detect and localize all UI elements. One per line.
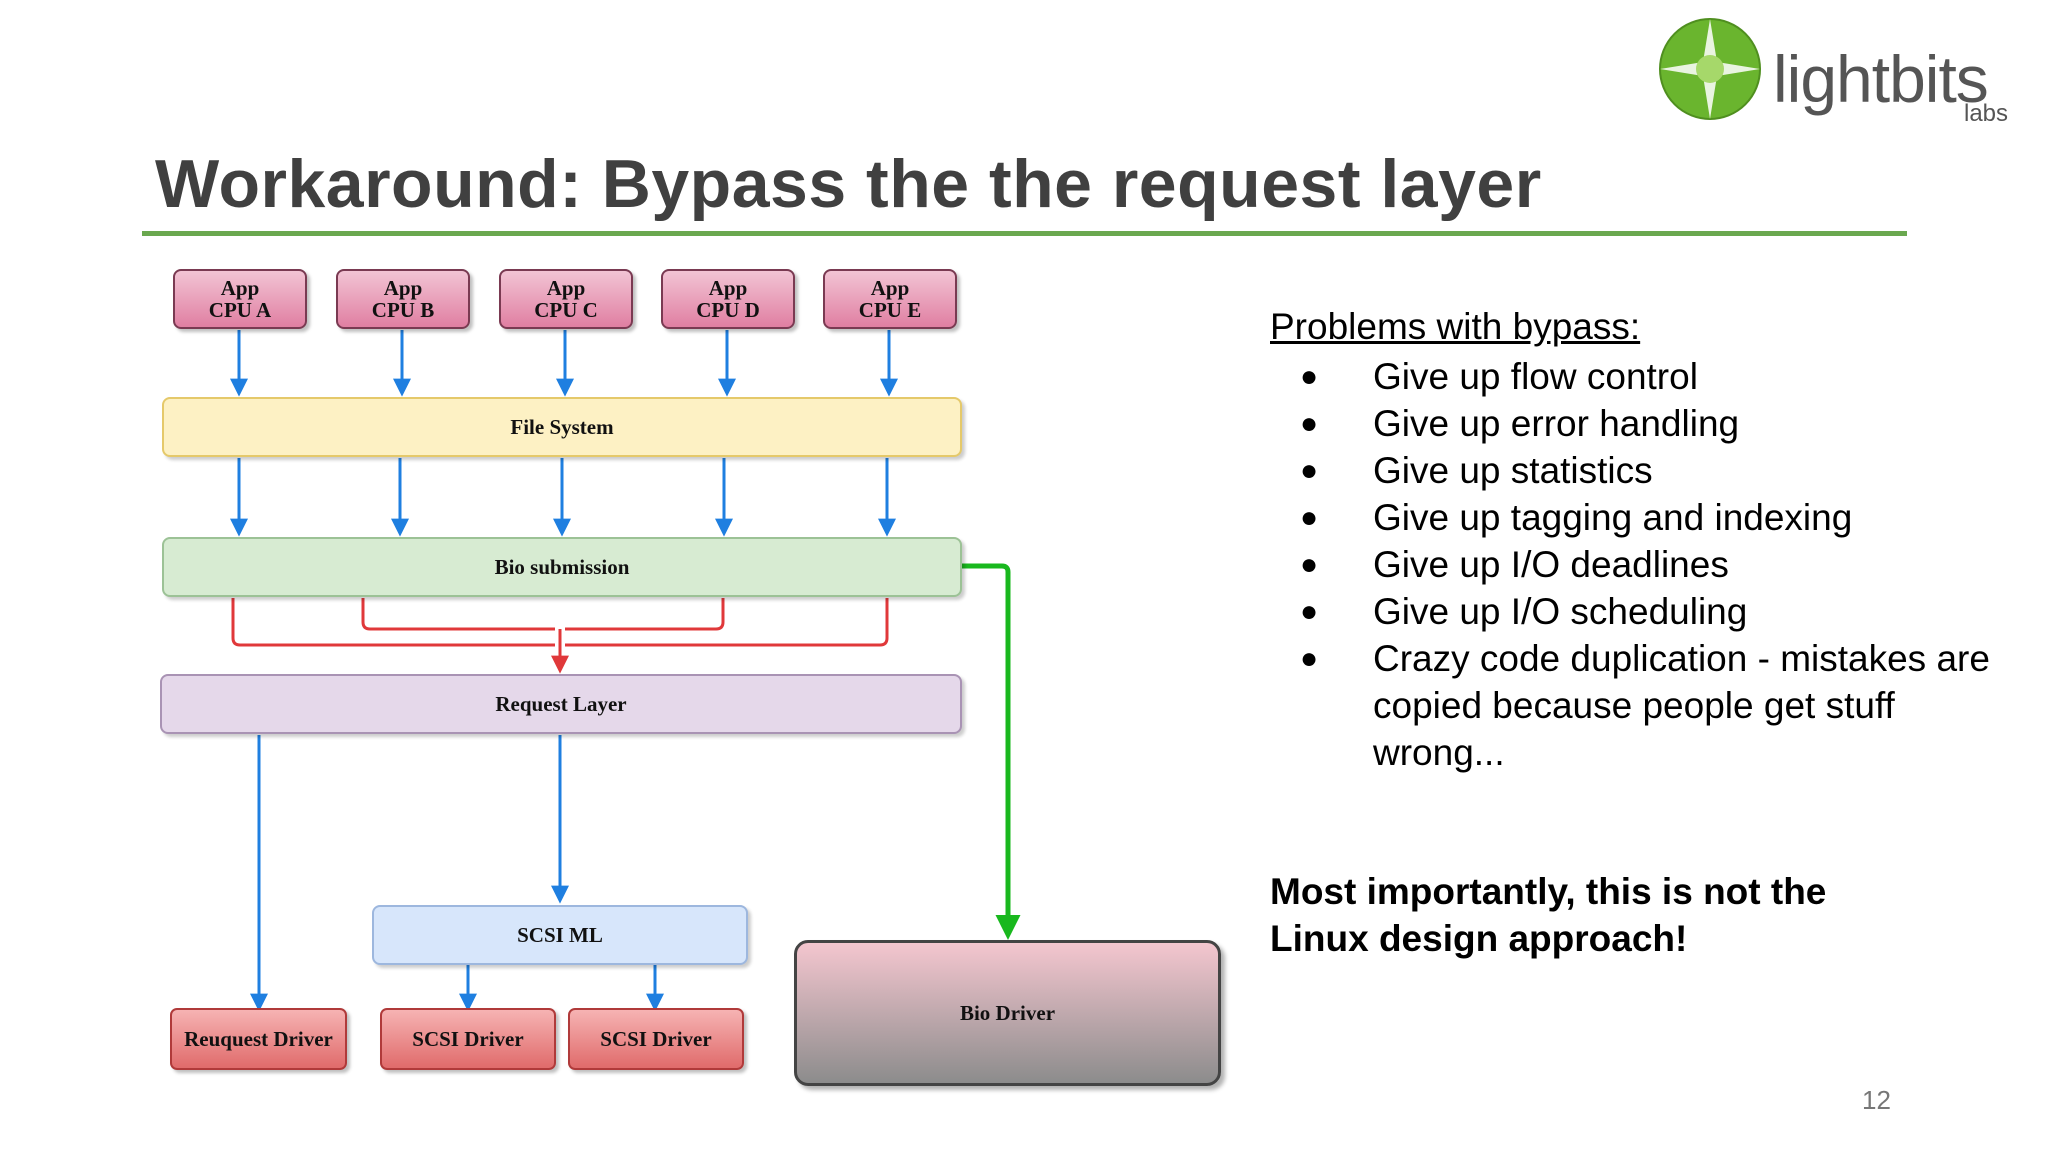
app-label: App bbox=[546, 275, 586, 300]
app-label: App bbox=[383, 275, 423, 300]
bullet-icon: ● bbox=[1300, 548, 1319, 581]
key-takeaway-note: Most importantly, this is not the Linux … bbox=[1270, 871, 1827, 959]
app-label: App bbox=[870, 275, 910, 300]
bio-driver-box: Bio Driver bbox=[794, 940, 1221, 1086]
cpu-label: CPU B bbox=[371, 298, 435, 322]
request-layer-box: Request Layer bbox=[160, 674, 962, 734]
arrow-bio-merge-inner-left bbox=[361, 598, 555, 631]
scsi-driver-box: SCSI Driver bbox=[380, 1008, 556, 1070]
bullet-icon: ● bbox=[1300, 407, 1319, 440]
problem-text: Give up tagging and indexing bbox=[1373, 497, 1853, 538]
diagram-arrows bbox=[230, 330, 1021, 1012]
list-item: ● Crazy code duplication - mistakes are c… bbox=[1270, 635, 2013, 776]
app-label: App bbox=[708, 275, 748, 300]
list-item: ● Give up statistics bbox=[1270, 447, 2013, 494]
logo-wordmark: lightbits bbox=[1773, 42, 1989, 116]
arrow-bio-merge-right bbox=[565, 598, 889, 647]
problem-text: Crazy code duplication - mistakes are co… bbox=[1373, 638, 1990, 773]
page-number: 12 bbox=[1862, 1085, 1891, 1115]
list-item: ● Give up I/O scheduling bbox=[1270, 588, 2013, 635]
arrow-bio-biodriver-bypass bbox=[962, 563, 1021, 940]
bullet-icon: ● bbox=[1300, 595, 1319, 628]
list-item: ● Give up tagging and indexing bbox=[1270, 494, 2013, 541]
problem-text: Give up flow control bbox=[1373, 356, 1698, 397]
problem-text: Give up I/O scheduling bbox=[1373, 591, 1748, 632]
logo-subtext: labs bbox=[1964, 100, 2009, 127]
problem-text: Give up statistics bbox=[1373, 450, 1653, 491]
request-driver-box: Reuquest Driver bbox=[170, 1008, 347, 1070]
lightbits-logo-icon bbox=[1659, 18, 1761, 120]
problems-heading: Problems with bypass: bbox=[1270, 306, 1641, 347]
title-divider bbox=[142, 231, 1907, 236]
slide-title: Workaround: Bypass the the request layer bbox=[155, 146, 1542, 222]
lightbits-logo: lightbits labs bbox=[1655, 14, 2015, 134]
bullet-icon: ● bbox=[1300, 642, 1319, 675]
app-label: App bbox=[220, 275, 260, 300]
arrow-bio-merge-inner-right bbox=[565, 598, 725, 631]
cpu-label: CPU E bbox=[858, 298, 922, 322]
bullet-icon: ● bbox=[1300, 501, 1319, 534]
scsi-driver-box: SCSI Driver bbox=[568, 1008, 744, 1070]
list-item: ● Give up flow control bbox=[1270, 353, 2013, 400]
cpu-label: CPU A bbox=[208, 298, 272, 322]
problem-text: Give up error handling bbox=[1373, 403, 1740, 444]
bio-submission-box: Bio submission bbox=[162, 537, 962, 597]
arrow-bio-merge-left bbox=[231, 598, 555, 647]
list-item: ● Give up I/O deadlines bbox=[1270, 541, 2013, 588]
scsi-ml-box: SCSI ML bbox=[372, 905, 748, 965]
problems-list: ● Give up flow control ● Give up error han… bbox=[1270, 353, 2013, 776]
cpu-label: CPU C bbox=[534, 298, 598, 322]
list-item: ● Give up error handling bbox=[1270, 400, 2013, 447]
problems-list-panel: Problems with bypass: ● Give up flow cont… bbox=[1270, 304, 2013, 776]
problem-text: Give up I/O deadlines bbox=[1373, 544, 1729, 585]
bullet-icon: ● bbox=[1300, 454, 1319, 487]
file-system-box: File System bbox=[162, 397, 962, 457]
cpu-label: CPU D bbox=[696, 298, 760, 322]
bullet-icon: ● bbox=[1300, 360, 1319, 393]
